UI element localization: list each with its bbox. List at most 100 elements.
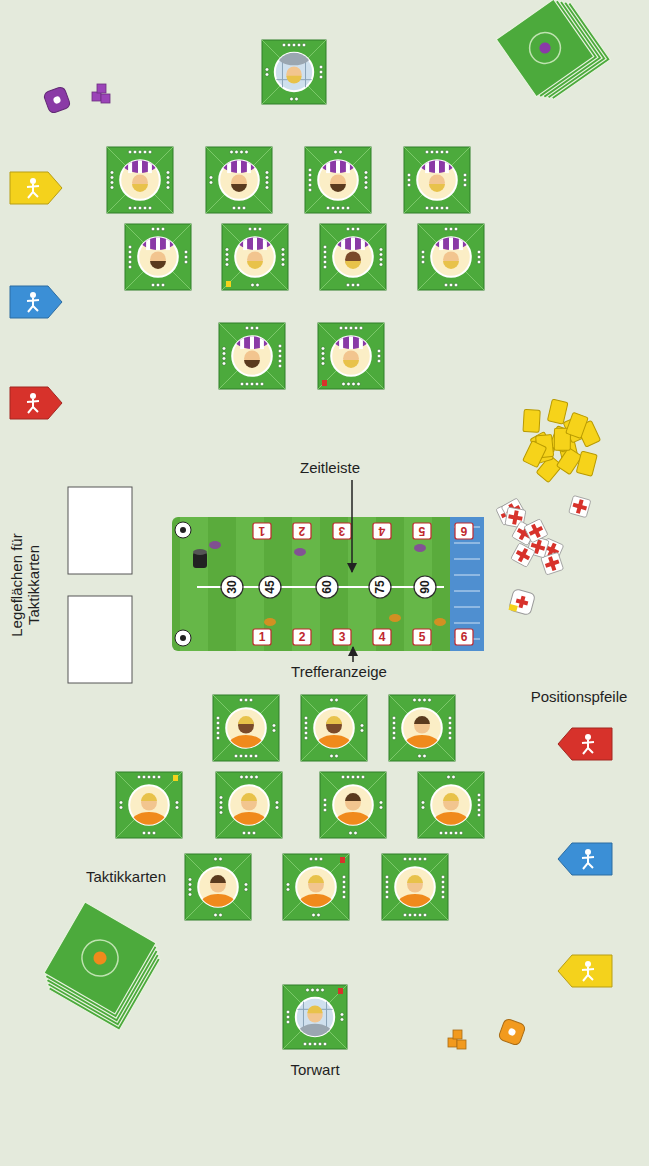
runner-body <box>582 967 594 981</box>
shirt-stripe <box>349 329 353 349</box>
board-figure <box>264 618 276 626</box>
strength-dot <box>242 206 246 210</box>
card-icon <box>91 949 109 967</box>
strength-dot <box>278 344 282 348</box>
portrait <box>220 149 258 192</box>
card-face <box>382 854 448 920</box>
strength-dot <box>278 354 282 358</box>
card-face <box>216 772 282 838</box>
strength-dot <box>449 831 453 835</box>
hair <box>443 793 459 801</box>
goalkeeper-card <box>283 985 347 1049</box>
shirt-stripe <box>339 329 343 349</box>
runner-body <box>582 855 594 869</box>
strength-dot <box>184 250 188 254</box>
score-number: 1 <box>259 631 266 643</box>
portrait <box>403 716 441 759</box>
strength-dot <box>295 97 299 101</box>
card-lines <box>219 323 285 389</box>
strength-dot <box>346 775 350 779</box>
strength-dot <box>418 698 422 702</box>
strength-dot <box>265 68 269 72</box>
score-box <box>293 629 311 645</box>
time-circle <box>316 576 338 598</box>
strength-dot <box>418 754 422 758</box>
strength-dot <box>323 808 327 812</box>
card-marker <box>173 775 178 781</box>
shirt-stripe <box>260 329 264 349</box>
player-card <box>222 224 288 290</box>
strength-dot <box>423 754 427 758</box>
token-body <box>524 519 548 543</box>
strength-dot <box>248 227 252 231</box>
card-lines <box>216 772 282 838</box>
strength-dot <box>418 857 422 861</box>
card-face <box>283 854 349 920</box>
portrait <box>334 793 372 836</box>
strength-dot <box>260 382 264 386</box>
hair <box>238 716 254 724</box>
strength-dot <box>225 253 229 257</box>
card-slot <box>68 596 132 683</box>
card-face <box>301 695 367 761</box>
annotation-label: Zeitleiste <box>300 459 360 476</box>
shirt-stripe <box>341 230 345 250</box>
red-cross <box>571 498 588 515</box>
strength-dot <box>477 813 481 817</box>
strength-dot <box>110 171 114 175</box>
player-card <box>219 323 285 389</box>
score-box <box>373 629 391 645</box>
shirt-stripe <box>326 153 330 173</box>
tactic-deck <box>38 902 166 1030</box>
shirt-stripe <box>128 153 132 173</box>
red-cross <box>543 555 561 573</box>
cube <box>453 1030 462 1039</box>
card-lines <box>418 224 484 290</box>
portrait <box>139 226 177 269</box>
strength-dot <box>110 176 114 180</box>
injury-token <box>569 495 591 517</box>
strength-dot <box>454 831 458 835</box>
strength-dot <box>330 754 334 758</box>
strength-dot <box>128 245 132 249</box>
strength-dot <box>286 1020 290 1024</box>
runner-body <box>27 184 39 198</box>
runner-body <box>27 399 39 413</box>
strength-dot <box>428 698 432 702</box>
strength-dot <box>392 736 396 740</box>
hair <box>345 793 361 801</box>
strength-dot <box>152 831 156 835</box>
strength-dot <box>318 1042 322 1046</box>
strength-dot <box>392 716 396 720</box>
strength-dot <box>304 716 308 720</box>
strength-dot <box>440 206 444 210</box>
strength-dot <box>128 260 132 264</box>
strength-dot <box>477 260 481 264</box>
strength-dot <box>430 150 434 154</box>
card-face <box>222 224 288 290</box>
strength-dot <box>184 255 188 259</box>
strength-dot <box>265 186 269 190</box>
stand-row <box>454 607 480 608</box>
strength-dot <box>317 913 321 917</box>
yellow-card <box>566 412 589 438</box>
leader-arrow <box>352 647 354 662</box>
strength-dot <box>346 283 350 287</box>
shirt <box>276 42 312 65</box>
shirt <box>332 325 370 349</box>
strength-dot <box>110 186 114 190</box>
strength-dot <box>225 248 229 252</box>
strength-dot <box>252 831 256 835</box>
strength-dot <box>408 913 412 917</box>
strength-dot <box>407 173 411 177</box>
shirt <box>297 1024 333 1047</box>
card-lines <box>418 772 484 838</box>
score-number: 2 <box>299 525 306 537</box>
strength-dot <box>319 75 323 79</box>
position-arrow <box>10 286 62 318</box>
strength-dot <box>281 258 285 262</box>
strength-dot <box>335 698 339 702</box>
strength-dot <box>408 857 412 861</box>
strength-dot <box>175 801 179 805</box>
strength-dot <box>156 227 160 231</box>
